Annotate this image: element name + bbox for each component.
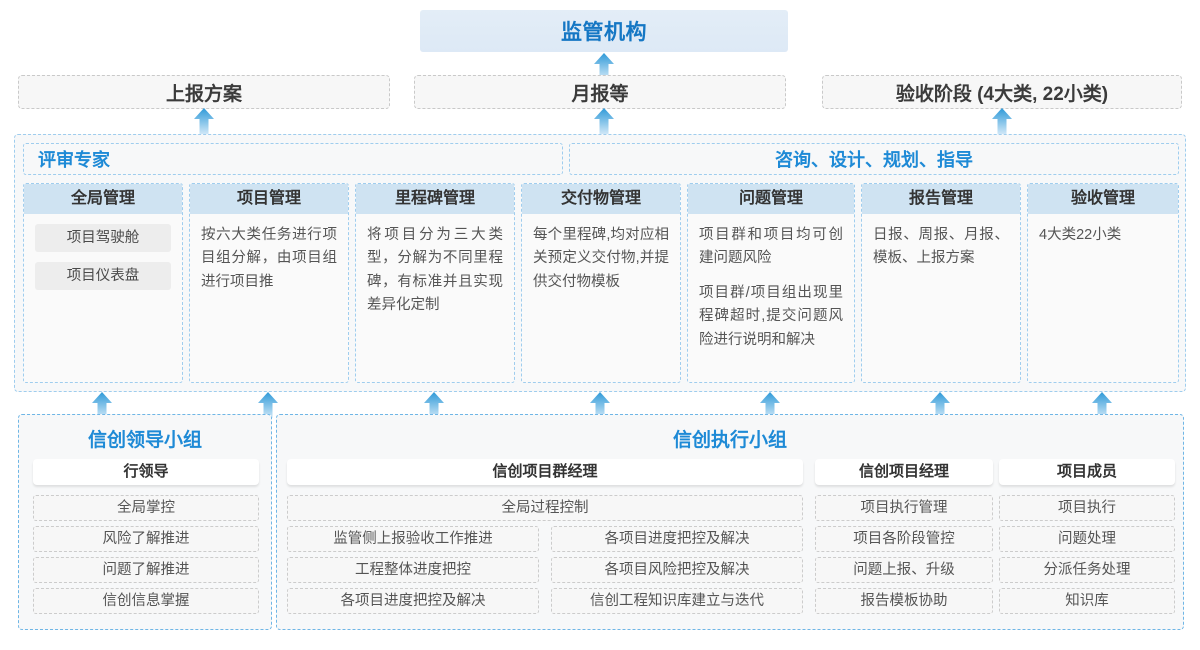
exec-role-head-2: 项目成员 <box>999 459 1175 485</box>
management-text-6-0: 4大类22小类 <box>1039 227 1122 243</box>
reviewer-header-box: 评审专家 <box>23 143 563 175</box>
management-card-title-2: 里程碑管理 <box>356 184 514 214</box>
submission-box-1[interactable]: 月报等 <box>414 75 786 109</box>
management-text-5-0: 日报、周报、月报、模板、上报方案 <box>873 227 1009 267</box>
management-card-title-0: 全局管理 <box>24 184 182 214</box>
exec-task-0-left-1[interactable]: 工程整体进度把控 <box>287 557 539 583</box>
management-card-1[interactable]: 项目管理 按六大类任务进行项目组分解，由项目组进行项目推 <box>189 183 349 383</box>
leader-task-0[interactable]: 全局掌控 <box>33 495 259 521</box>
arrow-to-submission-2 <box>992 108 1012 134</box>
submission-box-0[interactable]: 上报方案 <box>18 75 390 109</box>
arrow-to-card-2 <box>424 392 444 418</box>
reviewer-header-label: 评审专家 <box>38 150 110 170</box>
management-card-body-2: 将项目分为三大类型，分解为不同里程碑，有标准并且实现差异化定制 <box>356 214 514 326</box>
capability-band: 评审专家 咨询、设计、规划、指导 全局管理 项目驾驶舱 项目仪表盘 项目管理 按… <box>14 134 1186 392</box>
exec-task-0-left-2[interactable]: 各项目进度把控及解决 <box>287 588 539 614</box>
regulator-title-box: 监管机构 <box>420 10 788 52</box>
management-card-title-1: 项目管理 <box>190 184 348 214</box>
exec-task-2-0[interactable]: 项目执行 <box>999 495 1175 521</box>
submission-label-0: 上报方案 <box>165 83 242 105</box>
management-card-body-1: 按六大类任务进行项目组分解，由项目组进行项目推 <box>190 214 348 302</box>
management-pill-0-1[interactable]: 项目仪表盘 <box>35 262 171 290</box>
management-card-body-3: 每个里程碑,均对应相关预定义交付物,并提供交付物模板 <box>522 214 680 302</box>
management-card-3[interactable]: 交付物管理 每个里程碑,均对应相关预定义交付物,并提供交付物模板 <box>521 183 681 383</box>
exec-group-panel: 信创执行小组 信创项目群经理 全局过程控制 监管侧上报验收工作推进 工程整体进度… <box>276 414 1184 630</box>
exec-task-0-right-2[interactable]: 信创工程知识库建立与迭代 <box>551 588 803 614</box>
leader-group-title: 信创领导小组 <box>87 430 202 451</box>
exec-wide-task-0[interactable]: 全局过程控制 <box>287 495 803 521</box>
exec-role-head-1: 信创项目经理 <box>815 459 993 485</box>
management-card-title-4: 问题管理 <box>688 184 854 214</box>
exec-task-2-2[interactable]: 分派任务处理 <box>999 557 1175 583</box>
arrow-to-card-6 <box>1092 392 1112 418</box>
exec-task-2-1[interactable]: 问题处理 <box>999 526 1175 552</box>
leader-task-1[interactable]: 风险了解推进 <box>33 526 259 552</box>
management-text-1-0: 按六大类任务进行项目组分解，由项目组进行项目推 <box>201 227 337 290</box>
exec-task-1-0[interactable]: 项目执行管理 <box>815 495 993 521</box>
submission-box-2[interactable]: 验收阶段 (4大类, 22小类) <box>822 75 1182 109</box>
arrow-to-card-5 <box>930 392 950 418</box>
management-text-4-1: 项目群/项目组出现里程碑超时,提交问题风险进行说明和解决 <box>699 284 843 348</box>
management-card-body-4: 项目群和项目均可创建问题风险 项目群/项目组出现里程碑超时,提交问题风险进行说明… <box>688 214 854 360</box>
consulting-header-box: 咨询、设计、规划、指导 <box>569 143 1179 175</box>
exec-task-1-1[interactable]: 项目各阶段管控 <box>815 526 993 552</box>
exec-task-0-right-0[interactable]: 各项目进度把控及解决 <box>551 526 803 552</box>
arrow-to-card-1 <box>258 392 278 418</box>
management-text-3-0: 每个里程碑,均对应相关预定义交付物,并提供交付物模板 <box>533 227 669 290</box>
management-card-body-5: 日报、周报、月报、模板、上报方案 <box>862 214 1020 279</box>
arrow-to-card-4 <box>760 392 780 418</box>
management-card-5[interactable]: 报告管理 日报、周报、月报、模板、上报方案 <box>861 183 1021 383</box>
management-card-4[interactable]: 问题管理 项目群和项目均可创建问题风险 项目群/项目组出现里程碑超时,提交问题风… <box>687 183 855 383</box>
exec-task-0-left-0[interactable]: 监管侧上报验收工作推进 <box>287 526 539 552</box>
management-card-title-6: 验收管理 <box>1028 184 1178 214</box>
arrow-to-regulator <box>594 53 614 79</box>
arrow-to-card-3 <box>590 392 610 418</box>
arrow-to-submission-0 <box>194 108 214 134</box>
regulator-title-label: 监管机构 <box>561 21 647 44</box>
management-text-2-0: 将项目分为三大类型，分解为不同里程碑，有标准并且实现差异化定制 <box>367 227 503 314</box>
submission-label-1: 月报等 <box>571 83 629 105</box>
leader-group-panel: 信创领导小组 行领导 全局掌控 风险了解推进 问题了解推进 信创信息掌握 <box>18 414 272 630</box>
arrow-to-card-0 <box>92 392 112 418</box>
consulting-header-label: 咨询、设计、规划、指导 <box>775 150 973 170</box>
exec-role-head-0: 信创项目群经理 <box>287 459 803 485</box>
submission-label-2: 验收阶段 (4大类, 22小类) <box>895 83 1109 105</box>
management-pill-0-0[interactable]: 项目驾驶舱 <box>35 224 171 252</box>
leader-task-2[interactable]: 问题了解推进 <box>33 557 259 583</box>
management-card-title-5: 报告管理 <box>862 184 1020 214</box>
exec-task-2-3[interactable]: 知识库 <box>999 588 1175 614</box>
exec-task-0-right-1[interactable]: 各项目风险把控及解决 <box>551 557 803 583</box>
management-card-2[interactable]: 里程碑管理 将项目分为三大类型，分解为不同里程碑，有标准并且实现差异化定制 <box>355 183 515 383</box>
leader-role-head: 行领导 <box>33 459 259 485</box>
exec-task-1-3[interactable]: 报告模板协助 <box>815 588 993 614</box>
leader-task-3[interactable]: 信创信息掌握 <box>33 588 259 614</box>
exec-task-1-2[interactable]: 问题上报、升级 <box>815 557 993 583</box>
management-card-6[interactable]: 验收管理 4大类22小类 <box>1027 183 1179 383</box>
management-card-title-3: 交付物管理 <box>522 184 680 214</box>
management-card-body-0: 项目驾驶舱 项目仪表盘 <box>24 214 182 308</box>
management-card-body-6: 4大类22小类 <box>1028 214 1178 255</box>
management-text-4-0: 项目群和项目均可创建问题风险 <box>699 227 843 267</box>
exec-group-title: 信创执行小组 <box>672 430 787 451</box>
arrow-to-submission-1 <box>594 108 614 134</box>
management-card-0[interactable]: 全局管理 项目驾驶舱 项目仪表盘 <box>23 183 183 383</box>
